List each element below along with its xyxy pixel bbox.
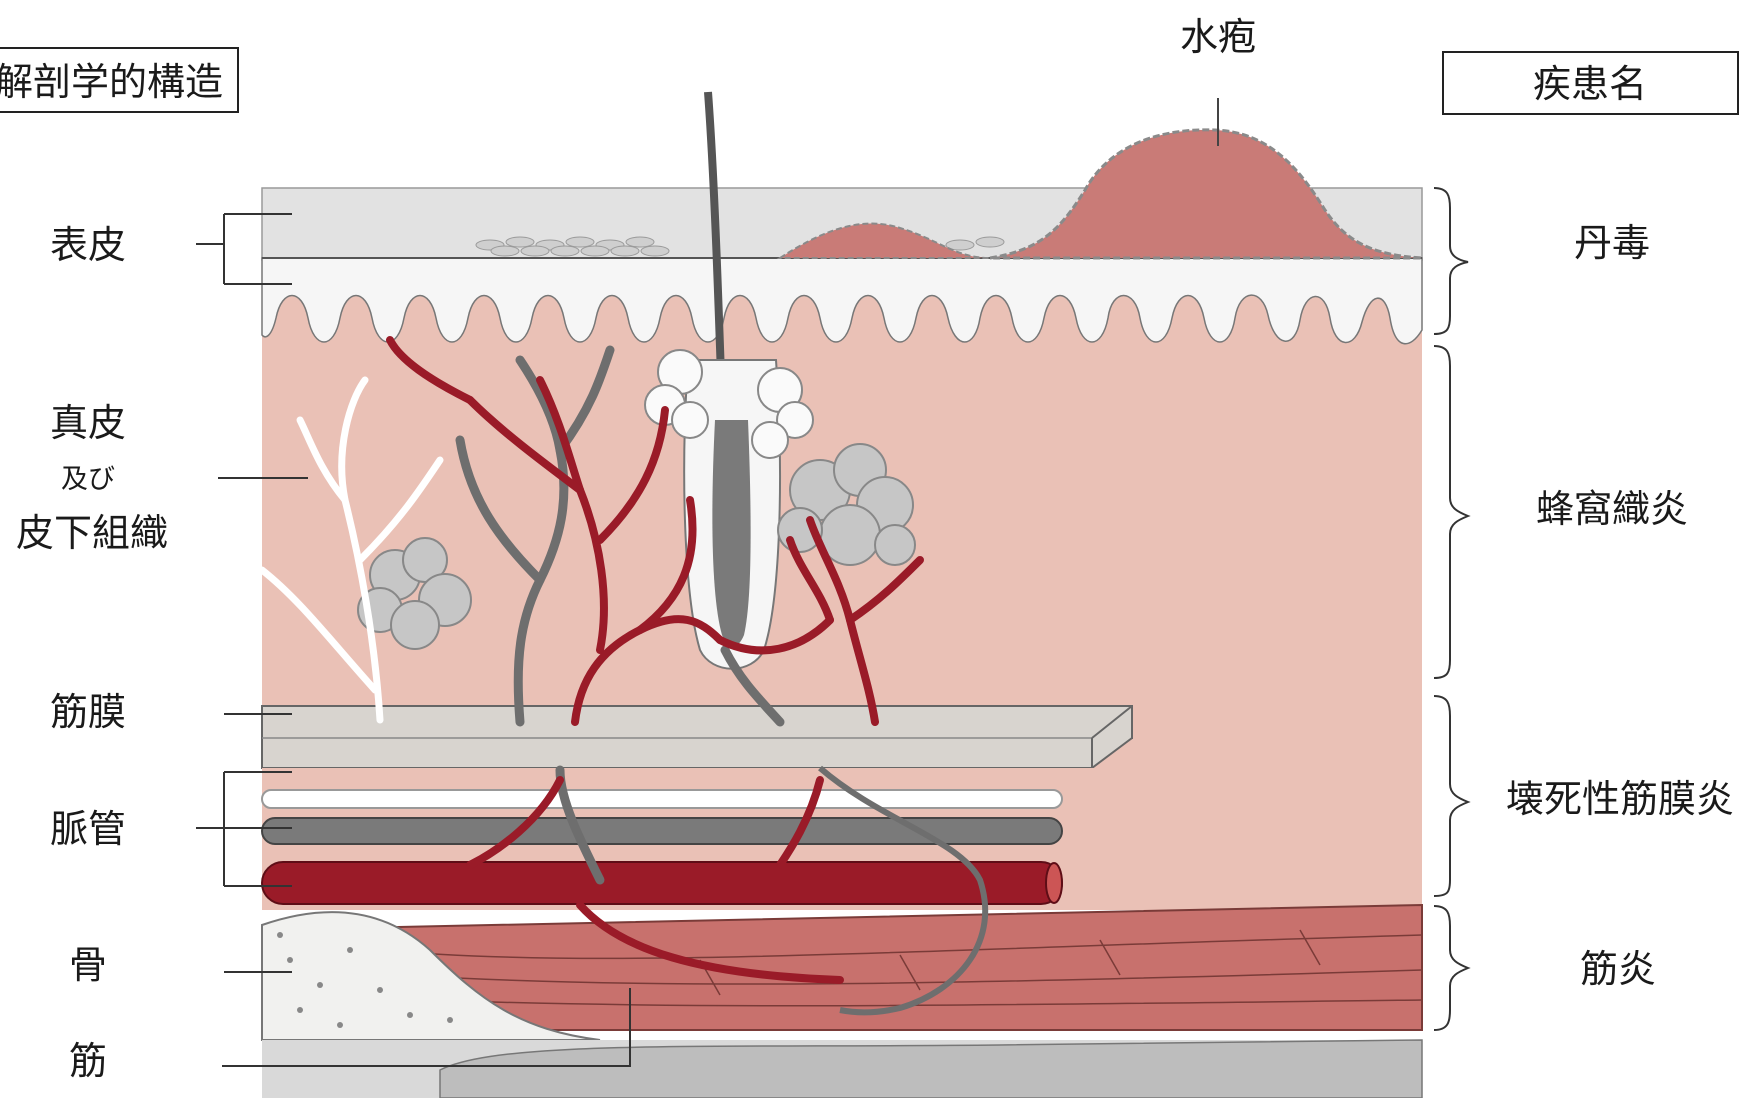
label-cellulitis: 蜂窩織炎 [1536, 487, 1688, 531]
right-brackets [1434, 188, 1468, 1030]
label-myositis: 筋炎 [1580, 947, 1656, 991]
label-fascia: 筋膜 [50, 690, 126, 734]
label-vessels: 脈管 [50, 807, 126, 851]
right-header-text: 疾患名 [1533, 62, 1647, 106]
label-blister: 水疱 [1180, 15, 1256, 59]
left-header-text: 解剖学的構造 [0, 60, 223, 104]
label-bone: 骨 [69, 943, 107, 987]
label-dermis-line1: 真皮 [50, 401, 126, 445]
vein [262, 818, 1062, 844]
label-erysipelas: 丹毒 [1574, 221, 1650, 265]
artery [262, 862, 1062, 904]
label-epidermis: 表皮 [50, 223, 126, 267]
label-muscle: 筋 [69, 1039, 107, 1083]
label-necrotizing-fasciitis: 壊死性筋膜炎 [1506, 777, 1734, 821]
right-header: 疾患名 [1443, 52, 1738, 114]
lymph-vessel [262, 790, 1062, 808]
skin-cross-section [262, 92, 1422, 1098]
label-dermis-line2: 及び [61, 464, 115, 495]
label-dermis-line3: 皮下組織 [16, 511, 168, 555]
left-header: 解剖学的構造 [0, 48, 238, 112]
